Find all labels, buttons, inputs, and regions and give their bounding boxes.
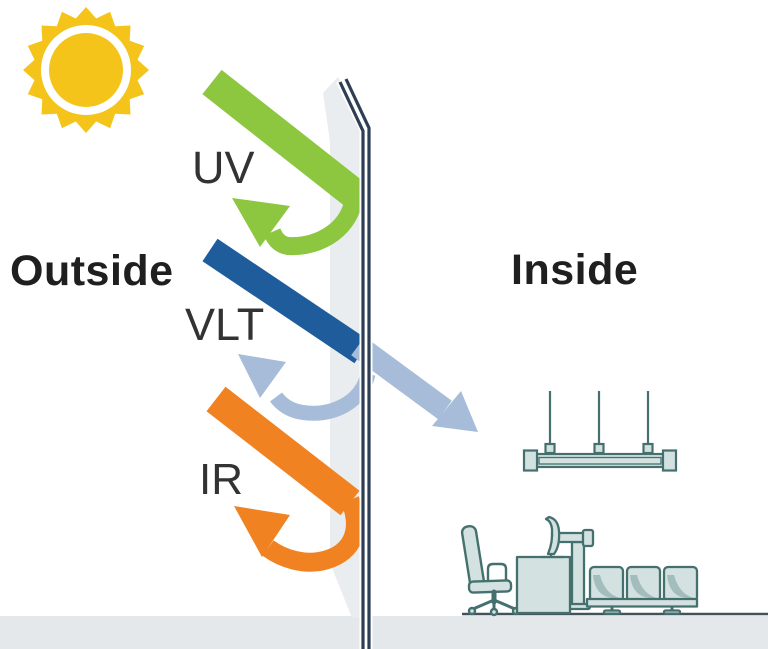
ceiling-light-icon [522, 391, 678, 472]
desk-post [570, 540, 586, 608]
chair-back [460, 524, 486, 590]
glass-line-inner [338, 81, 365, 649]
uv-arrow-shaft [202, 69, 372, 213]
waiting-chairs-icon [585, 565, 699, 615]
chair-armrest [486, 562, 508, 585]
vlt-reflected-arrowhead [238, 354, 286, 398]
vlt-transmitted-arrow [351, 336, 478, 432]
vlt-reflected-arrow [238, 354, 376, 421]
light-rods [548, 391, 650, 447]
uv-arrowhead [232, 198, 290, 247]
vlt-arrow [202, 238, 370, 364]
light-endcap-left [522, 449, 539, 472]
outside-label: Outside [10, 247, 174, 295]
chair-seat [467, 579, 513, 594]
ir-arrow-return [262, 496, 365, 572]
uv-arrow [202, 69, 372, 256]
floor [0, 616, 768, 649]
glass-window-lines [336, 77, 373, 649]
sun-core [49, 33, 123, 107]
ir-arrow-shaft [206, 386, 360, 516]
waiting-chair-rail [585, 597, 699, 608]
ir-label: IR [199, 455, 243, 504]
vlt-label: VLT [185, 299, 265, 350]
light-endcap-right [661, 449, 678, 472]
desk-icon [515, 515, 595, 615]
inside-label: Inside [511, 246, 639, 294]
ir-arrow [206, 386, 365, 572]
sun-icon [23, 7, 149, 133]
ir-arrowhead [234, 506, 290, 557]
glass-line-outer [344, 78, 371, 649]
light-tube [533, 452, 667, 469]
monitor-icon [544, 515, 561, 556]
vlt-transmitted-arrowhead [432, 391, 478, 432]
uv-label: UV [192, 142, 255, 193]
desk-lamp-cap [581, 528, 595, 548]
vlt-arrow-shaft [202, 238, 370, 364]
office-chair-icon [460, 524, 521, 617]
glass-line-backing [336, 77, 373, 649]
monitor-stand [542, 554, 564, 559]
desk-counter [515, 555, 572, 615]
uv-arrow-return [263, 194, 363, 256]
